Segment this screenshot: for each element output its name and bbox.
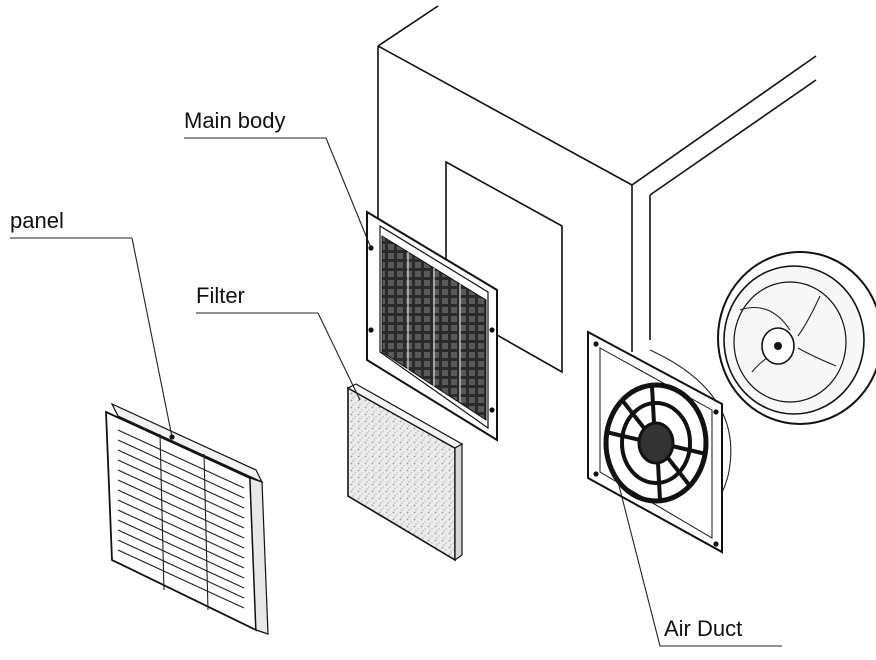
front-panel [105,402,269,635]
main-body-housing [366,210,498,442]
label-panel: panel [10,208,64,233]
leader-lines [10,137,782,647]
label-filter: Filter [196,283,245,308]
air-duct-guard [587,330,732,554]
axial-fan [717,251,876,425]
cabinet [377,5,817,374]
label-main-body: Main body [184,108,286,133]
filter-pad [346,383,464,562]
label-air-duct: Air Duct [664,616,742,641]
